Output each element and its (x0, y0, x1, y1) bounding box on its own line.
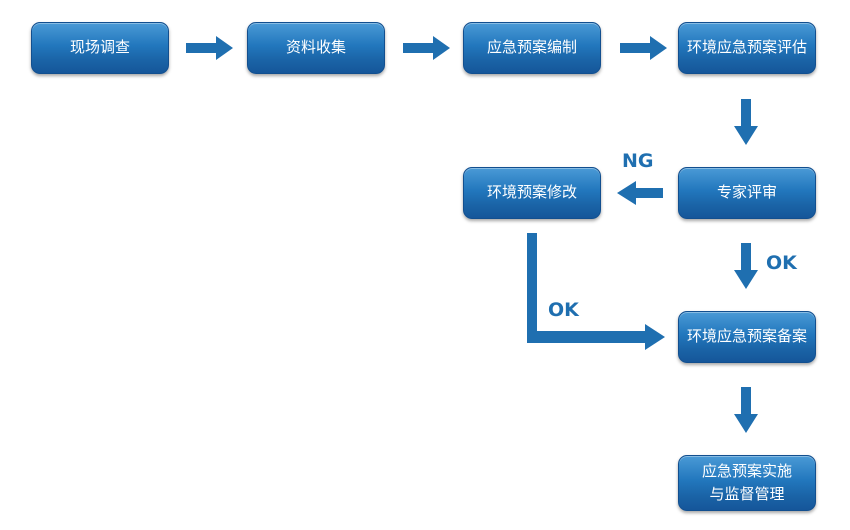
node-plan-drafting-label: 应急预案编制 (486, 38, 577, 57)
node-plan-filing: 环境应急预案备案 (678, 311, 816, 363)
arrow-review-to-revision (617, 181, 663, 205)
node-plan-filing-label: 环境应急预案备案 (686, 327, 807, 346)
node-site-survey: 现场调查 (31, 22, 169, 74)
node-plan-drafting: 应急预案编制 (463, 22, 601, 74)
label-ok-review: OK (766, 252, 797, 274)
node-plan-evaluation: 环境应急预案评估 (678, 22, 816, 74)
node-plan-revision: 环境预案修改 (463, 167, 601, 219)
arrow-filing-to-implementation (734, 387, 758, 433)
arrow-evaluation-to-review (734, 99, 758, 145)
arrow-survey-to-collection (186, 36, 233, 60)
node-site-survey-label: 现场调查 (69, 38, 130, 57)
node-implementation-line1: 应急预案实施 (701, 461, 792, 480)
node-implementation-line2: 与监督管理 (709, 485, 785, 503)
node-data-collection-label: 资料收集 (285, 38, 346, 57)
arrow-revision-to-filing (527, 233, 665, 350)
arrow-collection-to-drafting (403, 36, 450, 60)
arrow-review-to-filing (734, 243, 758, 289)
node-implementation: 应急预案实施 与监督管理 (678, 455, 816, 511)
node-data-collection: 资料收集 (247, 22, 385, 74)
label-ok-revision: OK (548, 299, 579, 321)
node-expert-review: 专家评审 (678, 167, 816, 219)
node-expert-review-label: 专家评审 (716, 183, 777, 202)
label-ng: NG (622, 150, 654, 172)
arrow-drafting-to-evaluation (620, 36, 667, 60)
node-plan-revision-label: 环境预案修改 (486, 183, 577, 202)
node-plan-evaluation-label: 环境应急预案评估 (686, 38, 807, 57)
